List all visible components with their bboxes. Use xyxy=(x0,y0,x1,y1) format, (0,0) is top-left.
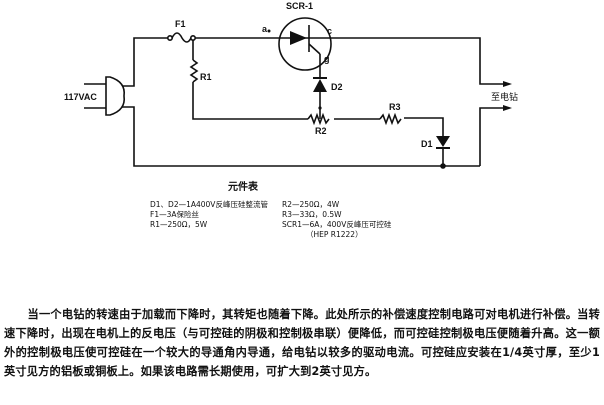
label-d1: D1 xyxy=(421,139,433,149)
circuit-diagram: 117VAC F1 R1 SCR-1 a c g D2 R2 R3 D1 至电钻 xyxy=(64,1,518,169)
parts-list-right: R2—250Ω，4W R3—33Ω，0.5W SCR1—6A，400V反峰压可控… xyxy=(282,200,391,240)
label-r2: R2 xyxy=(315,126,327,136)
parts-item: R1—250Ω，5W xyxy=(150,220,208,229)
label-d2: D2 xyxy=(331,82,343,92)
label-scr-cathode: c xyxy=(327,26,332,36)
fuse-icon xyxy=(167,32,197,43)
resistor-r1-icon xyxy=(189,59,199,83)
parts-list-left: D1、D2—1A400V反峰压硅整流管 F1—3A保险丝 R1—250Ω，5W xyxy=(150,200,268,230)
parts-item: F1—3A保险丝 xyxy=(150,210,199,219)
resistor-r2-icon xyxy=(307,112,330,126)
label-scr-gate: g xyxy=(324,54,330,64)
diode-d1-icon xyxy=(436,136,450,147)
scr-icon xyxy=(278,17,332,71)
label-scr: SCR-1 xyxy=(286,1,313,11)
label-scr-anode: a xyxy=(262,24,268,34)
diode-d2-icon xyxy=(313,79,327,92)
label-r1: R1 xyxy=(200,72,212,82)
label-output: 至电钻 xyxy=(491,91,518,103)
label-r3: R3 xyxy=(389,102,401,112)
output-arrow-icon xyxy=(503,81,512,87)
parts-item: R3—33Ω，0.5W xyxy=(282,210,342,219)
output-arrow-icon xyxy=(503,105,512,111)
parts-list-title: 元件表 xyxy=(228,182,258,193)
resistor-r3-icon xyxy=(379,112,402,126)
parts-item: （HEP R1222） xyxy=(306,230,363,239)
label-source: 117VAC xyxy=(64,92,97,102)
label-fuse: F1 xyxy=(175,19,186,29)
parts-item: SCR1—6A，400V反峰压可控硅 xyxy=(282,220,392,229)
parts-item: R2—250Ω，4W xyxy=(282,200,340,209)
plug-icon xyxy=(105,76,126,116)
parts-item: D1、D2—1A400V反峰压硅整流管 xyxy=(150,200,268,209)
description-paragraph: 当一个电钻的转速由于加载而下降时，其转矩也随着下降。此处所示的补偿速度控制电路可… xyxy=(4,308,600,378)
